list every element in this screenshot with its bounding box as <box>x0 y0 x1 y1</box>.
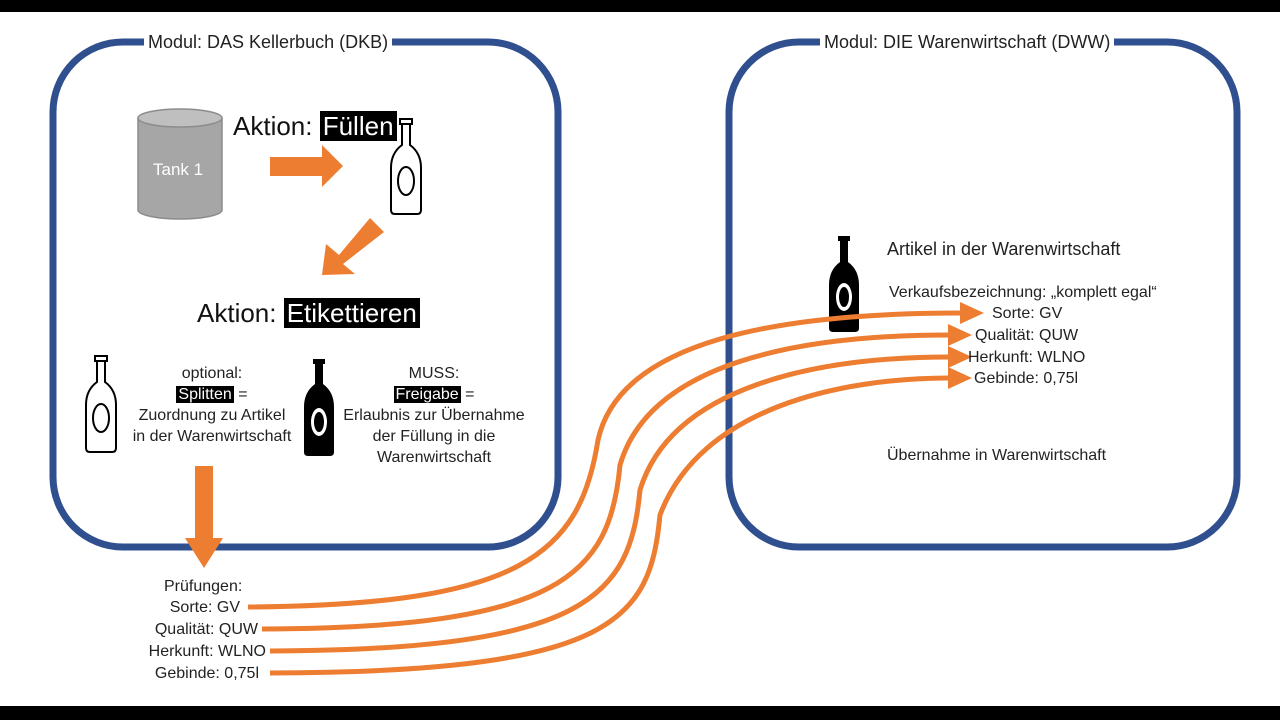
action-fill-prefix: Aktion: <box>233 111 320 141</box>
muss-keyword: Freigabe <box>393 386 461 403</box>
mapping-arrows <box>247 310 963 676</box>
top-letterbox-band <box>0 0 1280 12</box>
action-label-prefix: Aktion: <box>197 298 284 328</box>
tank-icon <box>137 108 223 220</box>
mandatory-approval-text: MUSS: Freigabe = Erlaubnis zur Übernahme… <box>336 363 532 468</box>
bottle-outline-icon <box>390 118 422 215</box>
check-item-herkunft: Herkunft: WLNO <box>148 643 266 660</box>
bottom-letterbox-band <box>0 706 1280 720</box>
bottle-outline-icon <box>85 355 117 453</box>
muss-line-1: Erlaubnis zur Übernahme <box>343 407 525 424</box>
article-item-herkunft: Herkunft: WLNO <box>968 349 1086 366</box>
action-fill-keyword: Füllen <box>319 111 397 141</box>
action-label-heading: Aktion: Etikettieren <box>197 298 420 328</box>
optional-keyword: Splitten <box>176 386 234 403</box>
optional-suffix: = <box>233 386 248 403</box>
action-fill-heading: Aktion: Füllen <box>233 111 397 141</box>
article-item-sorte: Sorte: GV <box>992 305 1063 322</box>
muss-heading: MUSS: <box>408 365 460 382</box>
muss-line-3: Warenwirtschaft <box>376 449 492 466</box>
check-arrow <box>185 466 223 568</box>
optional-splitting-text: optional: Splitten = Zuordnung zu Artike… <box>116 363 308 447</box>
mapping-arrowheads <box>948 302 984 389</box>
optional-line-2: in der Warenwirtschaft <box>132 428 292 445</box>
article-title: Artikel in der Warenwirtschaft <box>887 239 1121 259</box>
muss-keyword-line: Freigabe = <box>336 384 532 405</box>
takeover-label: Übernahme in Warenwirtschaft <box>887 447 1107 464</box>
article-item-gebinde: Gebinde: 0,75l <box>974 370 1079 387</box>
muss-line-2: der Füllung in die <box>372 428 496 445</box>
fill-arrow <box>270 145 343 187</box>
article-item-qualitaet: Qualität: QUW <box>975 327 1079 344</box>
check-item-qualitaet: Qualität: QUW <box>154 621 258 638</box>
optional-heading: optional: <box>181 365 243 382</box>
checks-heading: Prüfungen: <box>164 578 243 595</box>
module-title-dww: Modul: DIE Warenwirtschaft (DWW) <box>820 33 1115 51</box>
mapping-arrow-gebinde <box>269 375 951 676</box>
mapping-arrow-herkunft <box>269 354 951 654</box>
check-item-sorte: Sorte: GV <box>169 599 240 616</box>
optional-line-1: Zuordnung zu Artikel <box>138 407 286 424</box>
module-title-dkb: Modul: DAS Kellerbuch (DKB) <box>144 33 393 51</box>
muss-suffix: = <box>460 386 475 403</box>
mapping-arrow-sorte <box>247 310 963 610</box>
mapping-arrow-qualitaet <box>261 332 951 632</box>
action-label-keyword: Etikettieren <box>283 298 420 328</box>
article-sales-name: Verkaufsbezeichnung: „komplett egal“ <box>889 284 1157 301</box>
bottle-filled-icon <box>829 236 859 332</box>
check-item-gebinde: Gebinde: 0,75l <box>154 665 259 682</box>
optional-keyword-line: Splitten = <box>116 384 308 405</box>
bottle-filled-icon <box>304 359 334 456</box>
tank-label: Tank 1 <box>153 160 204 179</box>
label-arrow <box>322 218 384 275</box>
